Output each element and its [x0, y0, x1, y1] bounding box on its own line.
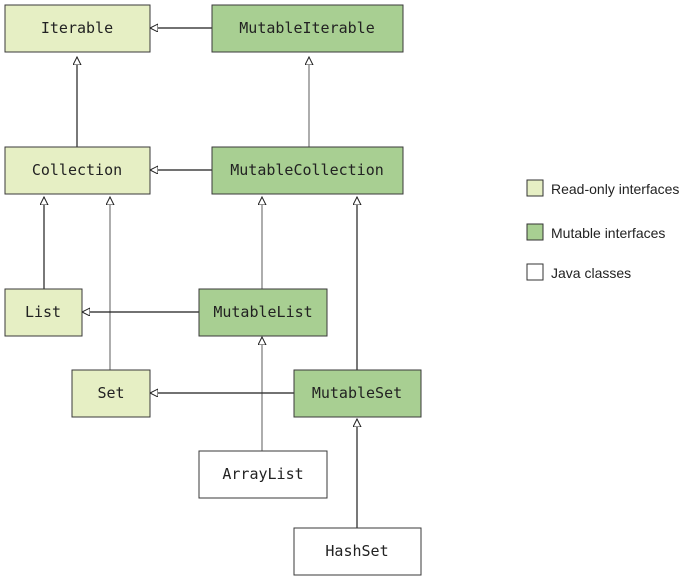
node-mutable-collection-label: MutableCollection	[230, 161, 384, 179]
node-hash-set-label: HashSet	[325, 542, 388, 560]
legend-item-read-only: Read-only interfaces	[526, 179, 679, 197]
legend-swatch-java	[526, 263, 544, 281]
node-collection-label: Collection	[32, 161, 122, 179]
legend-label-mutable: Mutable interfaces	[551, 225, 665, 241]
legend: Read-only interfaces Mutable interfaces …	[526, 179, 679, 281]
node-set-label: Set	[97, 384, 124, 402]
legend-item-mutable: Mutable interfaces	[526, 223, 665, 241]
node-mutable-set-label: MutableSet	[312, 384, 402, 402]
node-mutable-set: MutableSet	[293, 369, 422, 418]
node-list-label: List	[25, 303, 61, 321]
node-mutable-list: MutableList	[198, 288, 328, 337]
node-iterable-label: Iterable	[41, 19, 113, 37]
legend-swatch-mutable	[526, 223, 544, 241]
node-iterable: Iterable	[4, 4, 151, 53]
node-hash-set: HashSet	[293, 527, 422, 576]
node-mutable-collection: MutableCollection	[211, 146, 404, 195]
legend-item-java: Java classes	[526, 263, 631, 281]
node-mutable-iterable: MutableIterable	[211, 4, 404, 53]
edges	[44, 28, 357, 528]
legend-swatch-read-only	[526, 179, 544, 197]
node-array-list: ArrayList	[198, 450, 328, 499]
node-array-list-label: ArrayList	[222, 465, 303, 483]
node-set: Set	[71, 369, 151, 418]
legend-label-java: Java classes	[551, 265, 631, 281]
node-mutable-list-label: MutableList	[213, 303, 312, 321]
node-collection: Collection	[4, 146, 151, 195]
node-list: List	[4, 288, 83, 337]
legend-label-read-only: Read-only interfaces	[551, 181, 679, 197]
node-mutable-iterable-label: MutableIterable	[239, 19, 374, 37]
